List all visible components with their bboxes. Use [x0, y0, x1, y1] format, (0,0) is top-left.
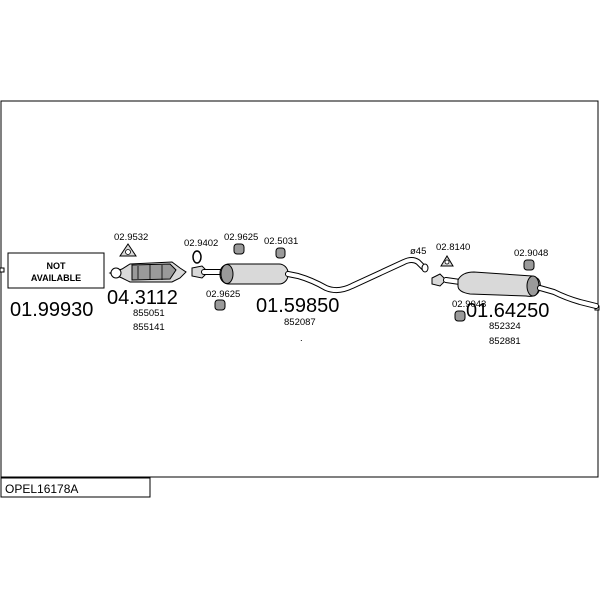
rear-code: 01.64250	[466, 300, 549, 322]
left-edge-mark	[0, 267, 5, 273]
rubber-hanger-icon	[454, 310, 466, 322]
catalyst-part	[108, 261, 187, 283]
rubber-hanger-icon	[214, 299, 226, 311]
fitting-02-9532-label: 02.9532	[114, 232, 148, 243]
gasket-icon	[440, 255, 454, 267]
not-available-line1: NOT	[47, 261, 67, 271]
front-pipe-code: 01.99930	[10, 299, 93, 321]
diagram-frame	[0, 100, 599, 478]
catalyst-ref2: 855141	[133, 322, 165, 333]
catalyst-code: 04.3112	[107, 287, 178, 309]
fitting-02-5031-label: 02.5031	[264, 236, 298, 247]
not-available-line2: AVAILABLE	[31, 273, 81, 283]
clamp-ring-icon	[192, 250, 202, 264]
rubber-hanger-icon	[275, 247, 286, 259]
diameter-label: ø45	[410, 246, 426, 257]
fitting-02-9625-top-label: 02.9625	[224, 232, 258, 243]
rubber-hanger-icon	[523, 259, 535, 271]
middle-ref: 852087	[284, 317, 316, 328]
gasket-icon	[119, 243, 137, 257]
rear-ref1: 852324	[489, 321, 521, 332]
catalyst-ref1: 855051	[133, 308, 165, 319]
rear-silencer-part	[431, 271, 599, 309]
rear-ref2: 852881	[489, 336, 521, 347]
not-available-box: NOT AVAILABLE	[7, 252, 105, 289]
small-mark: .	[300, 333, 303, 344]
fitting-02-9048-label: 02.9048	[514, 248, 548, 259]
pipe-end-icon	[421, 263, 429, 273]
fitting-02-9625-bottom-label: 02.9625	[206, 289, 240, 300]
fitting-02-9043-label: 02.9043	[452, 299, 486, 310]
page-title: OPEL16178A	[5, 482, 78, 496]
fitting-02-8140-label: 02.8140	[436, 242, 470, 253]
middle-silencer-part	[201, 257, 427, 294]
fitting-02-9402-label: 02.9402	[184, 238, 218, 249]
middle-code: 01.59850	[256, 295, 339, 317]
title-box: OPEL16178A	[0, 477, 151, 498]
rubber-hanger-icon	[233, 243, 245, 255]
